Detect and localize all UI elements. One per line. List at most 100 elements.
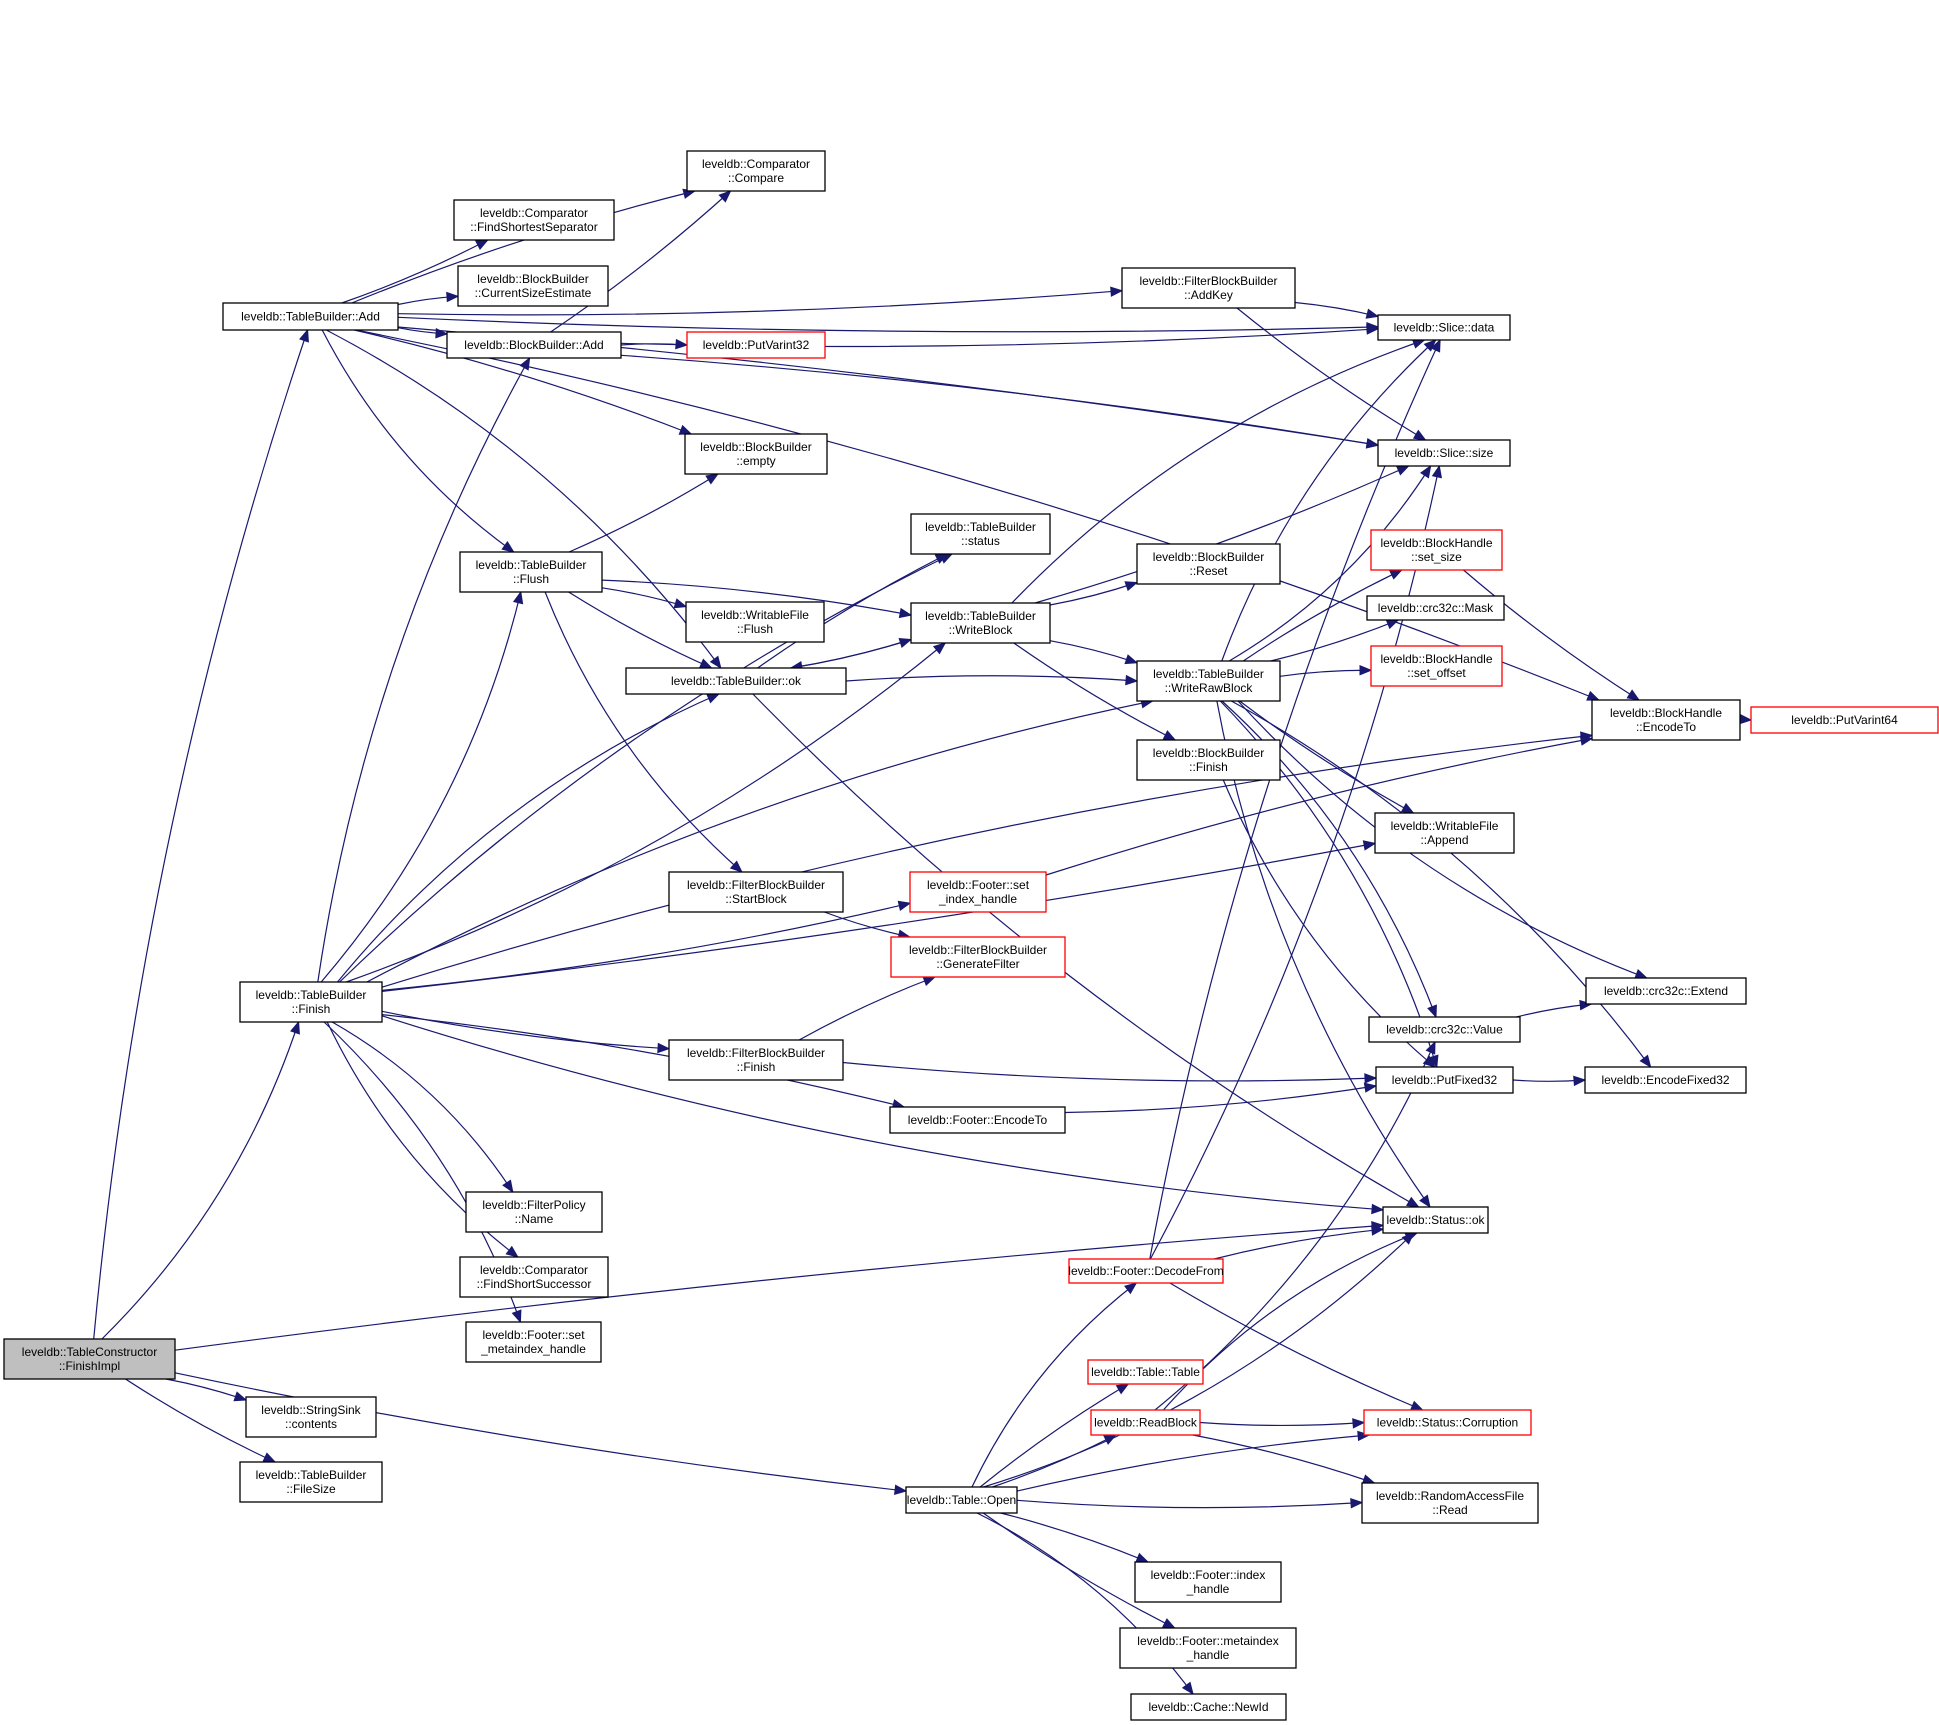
node-box[interactable]: [1377, 439, 1511, 467]
node-box[interactable]: [3, 1338, 176, 1380]
node-fbb-generatefilter[interactable]: leveldb::FilterBlockBuilder::GenerateFil…: [890, 936, 1066, 978]
node-footer-metaindex-handle[interactable]: leveldb::Footer::metaindex_handle: [1119, 1627, 1297, 1669]
node-box[interactable]: [453, 199, 615, 241]
node-putfixed32[interactable]: leveldb::PutFixed32: [1375, 1066, 1514, 1094]
node-table-open[interactable]: leveldb::Table::Open: [905, 1486, 1018, 1514]
node-finishimpl[interactable]: leveldb::TableConstructor::FinishImpl: [3, 1338, 176, 1380]
node-stringsink-contents[interactable]: leveldb::StringSink::contents: [245, 1396, 377, 1438]
node-status-ok[interactable]: leveldb::Status::ok: [1382, 1206, 1489, 1234]
node-box[interactable]: [1370, 645, 1503, 687]
node-putvarint32[interactable]: leveldb::PutVarint32: [686, 331, 826, 359]
node-box[interactable]: [446, 331, 622, 359]
node-box[interactable]: [910, 602, 1051, 644]
node-box[interactable]: [1119, 1627, 1297, 1669]
node-box[interactable]: [1585, 977, 1747, 1005]
node-footer-set-index-handle[interactable]: leveldb::Footer::set_index_handle: [909, 871, 1047, 913]
node-box[interactable]: [1121, 267, 1296, 309]
node-box[interactable]: [1370, 529, 1503, 571]
node-box[interactable]: [890, 936, 1066, 978]
node-box[interactable]: [1591, 699, 1741, 741]
node-box[interactable]: [1363, 1409, 1532, 1436]
node-box[interactable]: [889, 1106, 1066, 1134]
node-box[interactable]: [1375, 1066, 1514, 1094]
node-box[interactable]: [1366, 595, 1505, 621]
node-footer-decodefrom[interactable]: leveldb::Footer::DecodeFrom: [1068, 1258, 1224, 1284]
node-wf-flush[interactable]: leveldb::WritableFile::Flush: [685, 601, 825, 643]
node-tb-ok[interactable]: leveldb::TableBuilder::ok: [625, 667, 847, 695]
node-box[interactable]: [457, 265, 609, 307]
node-tb-finish[interactable]: leveldb::TableBuilder::Finish: [239, 981, 383, 1023]
node-box[interactable]: [1136, 739, 1281, 781]
node-bb-empty[interactable]: leveldb::BlockBuilder::empty: [684, 433, 828, 475]
node-cmp-findshortsuccessor[interactable]: leveldb::Comparator::FindShortSuccessor: [459, 1256, 609, 1298]
node-cmp-compare[interactable]: leveldb::Comparator::Compare: [686, 150, 826, 192]
node-box[interactable]: [1068, 1258, 1224, 1284]
node-tb-writeblock[interactable]: leveldb::TableBuilder::WriteBlock: [910, 602, 1051, 644]
node-box[interactable]: [239, 981, 383, 1023]
node-box[interactable]: [239, 1461, 383, 1503]
node-box[interactable]: [465, 1321, 602, 1363]
node-bh-set-offset[interactable]: leveldb::BlockHandle::set_offset: [1370, 645, 1503, 687]
node-box[interactable]: [465, 1191, 603, 1233]
node-crc-value[interactable]: leveldb::crc32c::Value: [1368, 1016, 1521, 1043]
node-box[interactable]: [1136, 543, 1281, 585]
node-box[interactable]: [1368, 1016, 1521, 1043]
node-cmp-findshortestseparator[interactable]: leveldb::Comparator::FindShortestSeparat…: [453, 199, 615, 241]
node-footer-set-metaindex-handle[interactable]: leveldb::Footer::set_metaindex_handle: [465, 1321, 602, 1363]
node-box[interactable]: [1361, 1482, 1539, 1524]
node-box[interactable]: [1090, 1409, 1201, 1436]
node-box[interactable]: [910, 513, 1051, 555]
node-box[interactable]: [684, 433, 828, 475]
node-box[interactable]: [685, 601, 825, 643]
node-box[interactable]: [668, 871, 844, 913]
node-footer-index-handle[interactable]: leveldb::Footer::index_handle: [1134, 1561, 1282, 1603]
node-tb-filesize[interactable]: leveldb::TableBuilder::FileSize: [239, 1461, 383, 1503]
node-box[interactable]: [1134, 1561, 1282, 1603]
node-wf-append[interactable]: leveldb::WritableFile::Append: [1374, 812, 1515, 854]
node-crc-mask[interactable]: leveldb::crc32c::Mask: [1366, 595, 1505, 621]
node-bb-add[interactable]: leveldb::BlockBuilder::Add: [446, 331, 622, 359]
node-cache-newid[interactable]: leveldb::Cache::NewId: [1130, 1693, 1287, 1721]
node-tb-flush[interactable]: leveldb::TableBuilder::Flush: [459, 551, 603, 593]
node-filterpolicy-name[interactable]: leveldb::FilterPolicy::Name: [465, 1191, 603, 1233]
node-box[interactable]: [1750, 706, 1939, 734]
node-tb-writerawblock[interactable]: leveldb::TableBuilder::WriteRawBlock: [1136, 660, 1281, 702]
node-box[interactable]: [909, 871, 1047, 913]
node-table-table[interactable]: leveldb::Table::Table: [1087, 1359, 1204, 1385]
node-encodefixed32[interactable]: leveldb::EncodeFixed32: [1584, 1066, 1747, 1094]
node-box[interactable]: [222, 302, 399, 331]
node-fbb-finish[interactable]: leveldb::FilterBlockBuilder::Finish: [668, 1039, 844, 1081]
node-fbb-startblock[interactable]: leveldb::FilterBlockBuilder::StartBlock: [668, 871, 844, 913]
node-box[interactable]: [686, 331, 826, 359]
node-raf-read[interactable]: leveldb::RandomAccessFile::Read: [1361, 1482, 1539, 1524]
node-box[interactable]: [1136, 660, 1281, 702]
node-box[interactable]: [686, 150, 826, 192]
node-status-corruption[interactable]: leveldb::Status::Corruption: [1363, 1409, 1532, 1436]
node-box[interactable]: [905, 1486, 1018, 1514]
node-crc-extend[interactable]: leveldb::crc32c::Extend: [1585, 977, 1747, 1005]
node-box[interactable]: [1130, 1693, 1287, 1721]
node-box[interactable]: [1377, 314, 1511, 341]
node-box[interactable]: [459, 1256, 609, 1298]
node-slice-size[interactable]: leveldb::Slice::size: [1377, 439, 1511, 467]
node-bb-currentsizeestimate[interactable]: leveldb::BlockBuilder::CurrentSizeEstima…: [457, 265, 609, 307]
node-slice-data[interactable]: leveldb::Slice::data: [1377, 314, 1511, 341]
node-box[interactable]: [1087, 1359, 1204, 1385]
node-box[interactable]: [1374, 812, 1515, 854]
node-tb-add[interactable]: leveldb::TableBuilder::Add: [222, 302, 399, 331]
node-bh-encodeto[interactable]: leveldb::BlockHandle::EncodeTo: [1591, 699, 1741, 741]
node-putvarint64[interactable]: leveldb::PutVarint64: [1750, 706, 1939, 734]
node-tb-status[interactable]: leveldb::TableBuilder::status: [910, 513, 1051, 555]
node-footer-encodeto[interactable]: leveldb::Footer::EncodeTo: [889, 1106, 1066, 1134]
node-bb-finish[interactable]: leveldb::BlockBuilder::Finish: [1136, 739, 1281, 781]
node-box[interactable]: [625, 667, 847, 695]
node-bh-set-size[interactable]: leveldb::BlockHandle::set_size: [1370, 529, 1503, 571]
node-fbb-addkey[interactable]: leveldb::FilterBlockBuilder::AddKey: [1121, 267, 1296, 309]
node-bb-reset[interactable]: leveldb::BlockBuilder::Reset: [1136, 543, 1281, 585]
node-box[interactable]: [459, 551, 603, 593]
node-box[interactable]: [668, 1039, 844, 1081]
node-readblock[interactable]: leveldb::ReadBlock: [1090, 1409, 1201, 1436]
node-box[interactable]: [1382, 1206, 1489, 1234]
node-box[interactable]: [245, 1396, 377, 1438]
node-box[interactable]: [1584, 1066, 1747, 1094]
